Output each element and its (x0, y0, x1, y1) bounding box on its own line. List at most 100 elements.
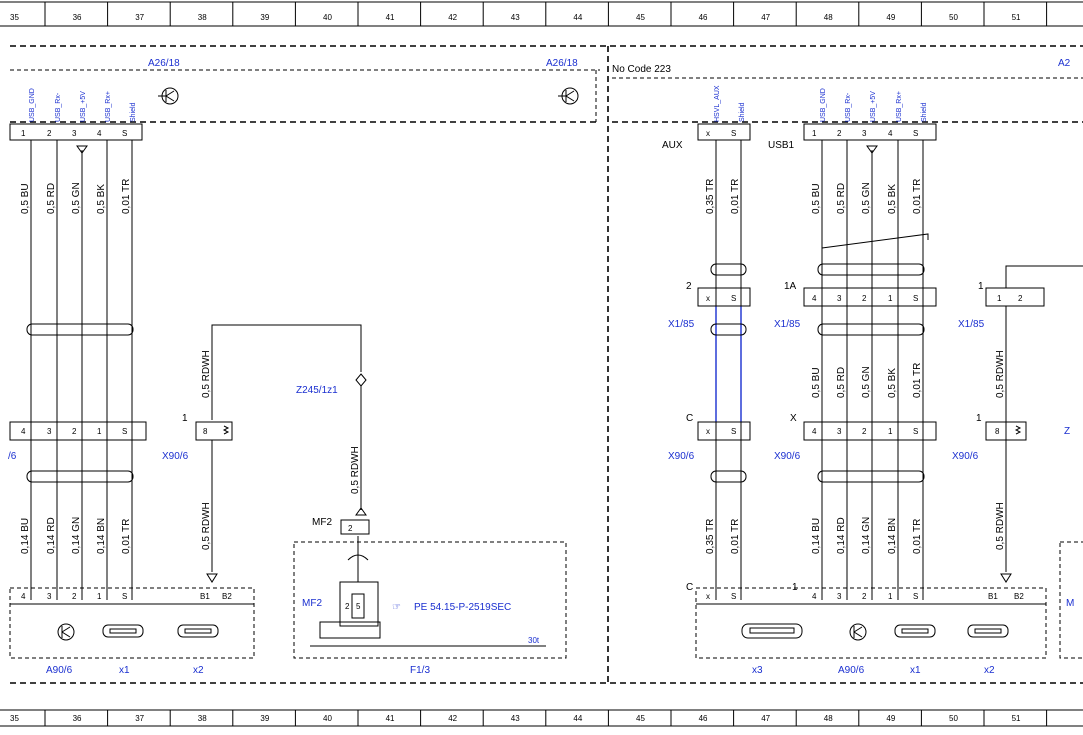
pe-ref-link[interactable]: PE 54.15-P-2519SEC (414, 602, 511, 613)
ruler-label-top: 44 (573, 13, 582, 22)
x90-6-b-label: X90/6 (162, 451, 189, 462)
pin-number: x (706, 129, 710, 138)
left-shield-twist-1 (26, 323, 134, 336)
wire-label: 0,5 BU (20, 183, 31, 214)
pin-number: 3 (47, 427, 52, 436)
signal-label: USB_Rx- (845, 92, 852, 122)
ground-symbol-left (158, 87, 179, 105)
fuse-pin-2: 2 (345, 602, 350, 611)
usb1-label: USB1 (768, 140, 795, 151)
ruler-label-bottom: 46 (699, 714, 708, 723)
no-code-label: No Code 223 (612, 64, 671, 75)
pin-number: 2 (72, 427, 77, 436)
pin-number: S (913, 294, 918, 303)
wire-label: 0,14 GN (861, 517, 872, 554)
ruler-label-top: 41 (386, 13, 395, 22)
fuse-icon (319, 536, 381, 639)
signal-label: USB_GND (820, 88, 827, 122)
pin-number: 1 (97, 592, 102, 601)
pin-number: x (706, 427, 710, 436)
wire-label: 0,01 TR (121, 179, 132, 214)
pin-number: 3 (837, 427, 842, 436)
ruler-label-top: 42 (448, 13, 457, 22)
pin-number: 1 (888, 427, 893, 436)
ruler-label-bottom: 48 (824, 714, 833, 723)
ruler-label-bottom: 38 (198, 714, 207, 723)
pin-prefix-1y: 1 (792, 582, 798, 593)
a90-left-module (9, 587, 255, 659)
top-ruler (0, 1, 1083, 27)
wire-label: 0,14 GN (71, 517, 82, 554)
x3-right-label: x3 (752, 665, 763, 676)
wire-label: 0,5 RD (46, 183, 57, 214)
pin-number: 1 (97, 427, 102, 436)
wire-label: 0,5 RDWH (201, 350, 212, 398)
wire-label: 0,14 BU (811, 518, 822, 554)
pin-number: 4 (888, 129, 893, 138)
ruler-label-bottom: 35 (10, 714, 19, 723)
f1-3-fusebox (293, 541, 567, 659)
pin-number: 2 (47, 129, 52, 138)
pin-2-c: 2 (1018, 294, 1023, 303)
pin-number: S (913, 427, 918, 436)
pin-number: 4 (812, 294, 817, 303)
ruler-label-top: 51 (1012, 13, 1021, 22)
x90-6-b-connector (195, 421, 233, 441)
pin-1-c: 1 (997, 294, 1002, 303)
pin-number: S (122, 427, 127, 436)
pin-number: S (731, 592, 736, 601)
ruler-label-top: 40 (323, 13, 332, 22)
pin-number: S (913, 129, 918, 138)
wire-label: 0,01 TR (912, 363, 923, 398)
pin-number: S (913, 592, 918, 601)
x2-left-label: x2 (193, 665, 204, 676)
x1-right-label: x1 (910, 665, 921, 676)
x90-6-d-connector (803, 421, 937, 441)
x1-85-c-label: X1/85 (958, 319, 985, 330)
signal-label: USB_Rx+ (896, 91, 903, 122)
f1-3-label: F1/3 (410, 665, 430, 676)
ground-symbol-bottom-right (849, 623, 867, 641)
left-top-connector (9, 123, 143, 141)
micro-usb-port-icon (741, 623, 803, 639)
pin-number: x (706, 592, 710, 601)
pin-prefix-c: C (686, 413, 693, 424)
right-arrow-5v (866, 145, 878, 154)
ruler-label-top: 43 (511, 13, 520, 22)
wire-label: 0,01 TR (912, 179, 923, 214)
pin-number: 2 (862, 592, 867, 601)
signal-label: Shield (921, 102, 928, 122)
wire-label: 0,5 RDWH (201, 502, 212, 550)
ruler-label-top: 45 (636, 13, 645, 22)
ruler-label-top: 48 (824, 13, 833, 22)
pin-number: 2 (837, 129, 842, 138)
ruler-label-bottom: 49 (886, 714, 895, 723)
pin-b1-left: B1 (200, 592, 210, 601)
x90-6-c-connector (697, 421, 751, 441)
signal-label: HSVL_AUX (714, 85, 721, 122)
ruler-label-bottom: 45 (636, 714, 645, 723)
fuse-pin-5: 5 (356, 602, 361, 611)
right-edge-module (1059, 541, 1083, 659)
usb-port-icon-left-1 (102, 624, 144, 638)
wire-label: 0,5 BU (811, 183, 822, 214)
pin-number: 1 (812, 129, 817, 138)
x2-right-label: x2 (984, 665, 995, 676)
signal-label: USB_Rx+ (105, 91, 112, 122)
x90-6-d-label: X90/6 (774, 451, 801, 462)
a26-left-label: A26/18 (148, 58, 180, 69)
ruler-label-bottom: 37 (135, 714, 144, 723)
pin-8-left: 8 (203, 427, 208, 436)
pin-prefix-2: 2 (686, 281, 692, 292)
wire-label: 0,35 TR (705, 519, 716, 554)
pin-number: x (706, 294, 710, 303)
signal-label: USB_+5V (870, 91, 877, 122)
a26-right-label: A2 (1058, 58, 1071, 69)
wire-label: 0,01 TR (730, 519, 741, 554)
left-mid-connector (9, 421, 147, 441)
z245-label: Z245/1z1 (296, 385, 338, 396)
z245-splice-icon (355, 373, 367, 387)
ruler-label-bottom: 50 (949, 714, 958, 723)
ruler-label-top: 38 (198, 13, 207, 22)
